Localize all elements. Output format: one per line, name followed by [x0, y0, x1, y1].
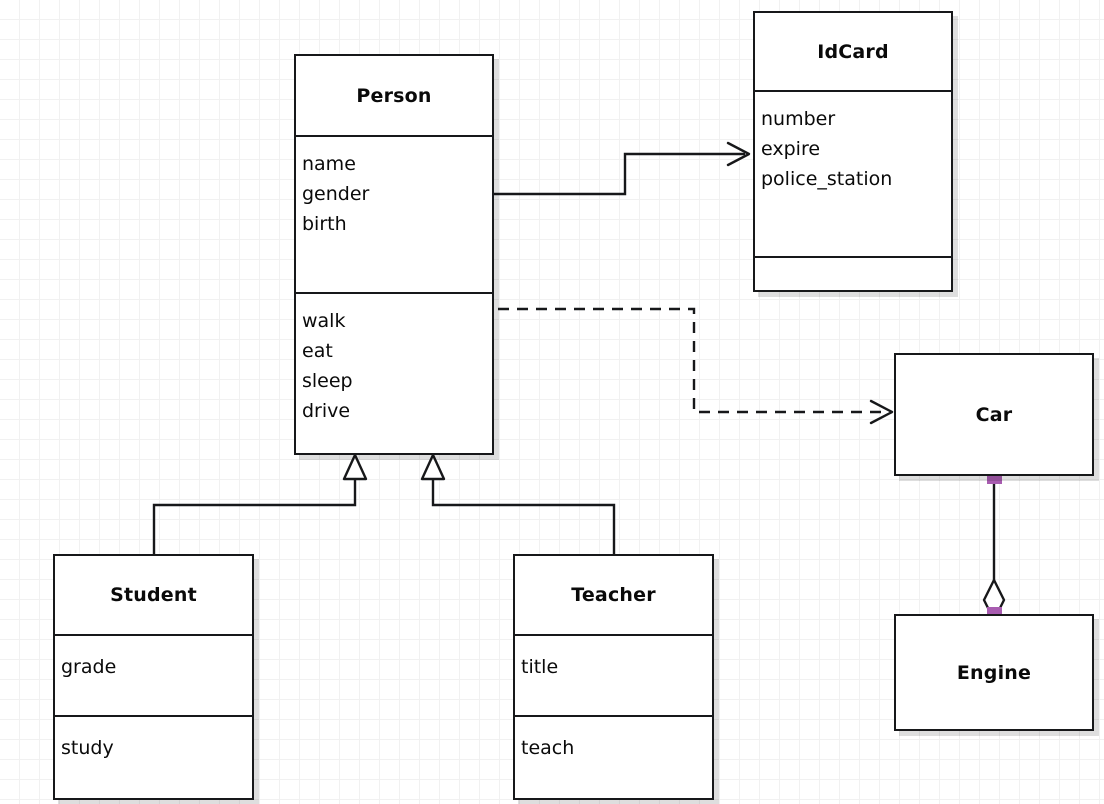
attribute-item: police_station — [761, 168, 893, 190]
operation-item: teach — [521, 737, 575, 759]
class-box-idcard[interactable]: IdCard number expire police_station — [753, 11, 953, 292]
hollow-triangle-arrowhead-icon — [342, 453, 368, 481]
attribute-item: expire — [761, 138, 821, 160]
connector-car-engine[interactable] — [982, 469, 1006, 622]
class-name-car: Car — [975, 403, 1013, 426]
class-box-person[interactable]: Person name gender birth walk eat sleep … — [294, 54, 494, 455]
class-box-engine[interactable]: Engine — [894, 614, 1094, 731]
class-name-engine: Engine — [956, 661, 1032, 684]
connector-person-car[interactable] — [498, 307, 894, 425]
hollow-triangle-arrowhead-icon — [420, 453, 446, 481]
operations-person: walk eat sleep drive — [296, 292, 492, 453]
class-name-idcard: IdCard — [817, 40, 889, 63]
connector-person-idcard[interactable] — [494, 141, 751, 196]
attributes-person: name gender birth — [296, 135, 492, 292]
attribute-item: gender — [302, 183, 370, 205]
class-box-car[interactable]: Car — [894, 353, 1094, 476]
open-arrowhead-icon — [869, 399, 894, 425]
operation-item: sleep — [302, 370, 353, 392]
operation-item: eat — [302, 340, 333, 362]
attributes-student: grade — [55, 634, 252, 715]
class-name-student: Student — [110, 584, 197, 606]
class-name-teacher: Teacher — [571, 584, 656, 606]
connector-student-person[interactable] — [152, 453, 368, 554]
attribute-item: title — [521, 656, 559, 678]
connector-teacher-person[interactable] — [420, 453, 616, 554]
operations-teacher: teach — [515, 715, 712, 798]
attribute-item: grade — [61, 656, 117, 678]
open-arrowhead-icon — [726, 141, 751, 167]
attribute-item: name — [302, 153, 356, 175]
operation-item: study — [61, 737, 114, 759]
attribute-item: number — [761, 108, 836, 130]
class-name-person: Person — [356, 84, 432, 107]
operation-item: drive — [302, 400, 351, 422]
class-box-student[interactable]: Student grade study — [53, 554, 254, 800]
attribute-item: birth — [302, 213, 347, 235]
operations-student: study — [55, 715, 252, 798]
attributes-teacher: title — [515, 634, 712, 715]
operation-item: walk — [302, 310, 346, 332]
class-box-teacher[interactable]: Teacher title teach — [513, 554, 714, 800]
attributes-idcard: number expire police_station — [755, 90, 951, 256]
operations-idcard — [755, 256, 951, 290]
